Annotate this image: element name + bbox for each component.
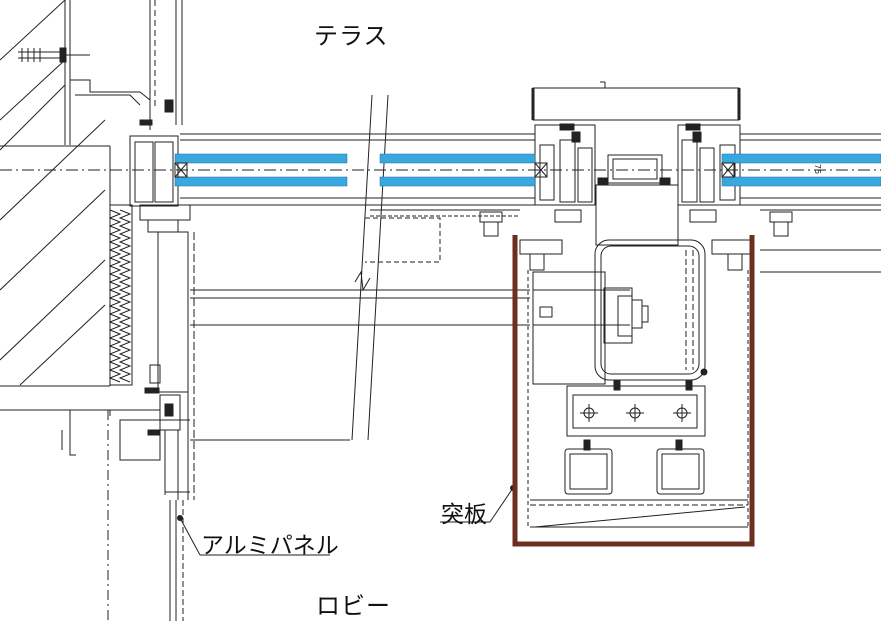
break-line bbox=[351, 94, 389, 441]
label-aluminum-panel: アルミパネル bbox=[201, 533, 339, 559]
protruding-plate-enclosure bbox=[512, 235, 755, 547]
panel-leader-dot bbox=[177, 515, 183, 521]
label-protruding-plate: 突板 bbox=[441, 502, 487, 528]
left-wall-structure bbox=[0, 0, 183, 621]
leader-lines bbox=[179, 487, 514, 556]
glass-panes bbox=[174, 153, 881, 187]
left-mullion-frame bbox=[119, 99, 195, 621]
center-mullion-frame bbox=[479, 81, 793, 528]
label-lobby: ロビー bbox=[316, 592, 391, 620]
glass-spacers bbox=[174, 162, 735, 178]
dimension-label: 75 bbox=[813, 164, 822, 175]
label-terrace: テラス bbox=[314, 22, 389, 50]
